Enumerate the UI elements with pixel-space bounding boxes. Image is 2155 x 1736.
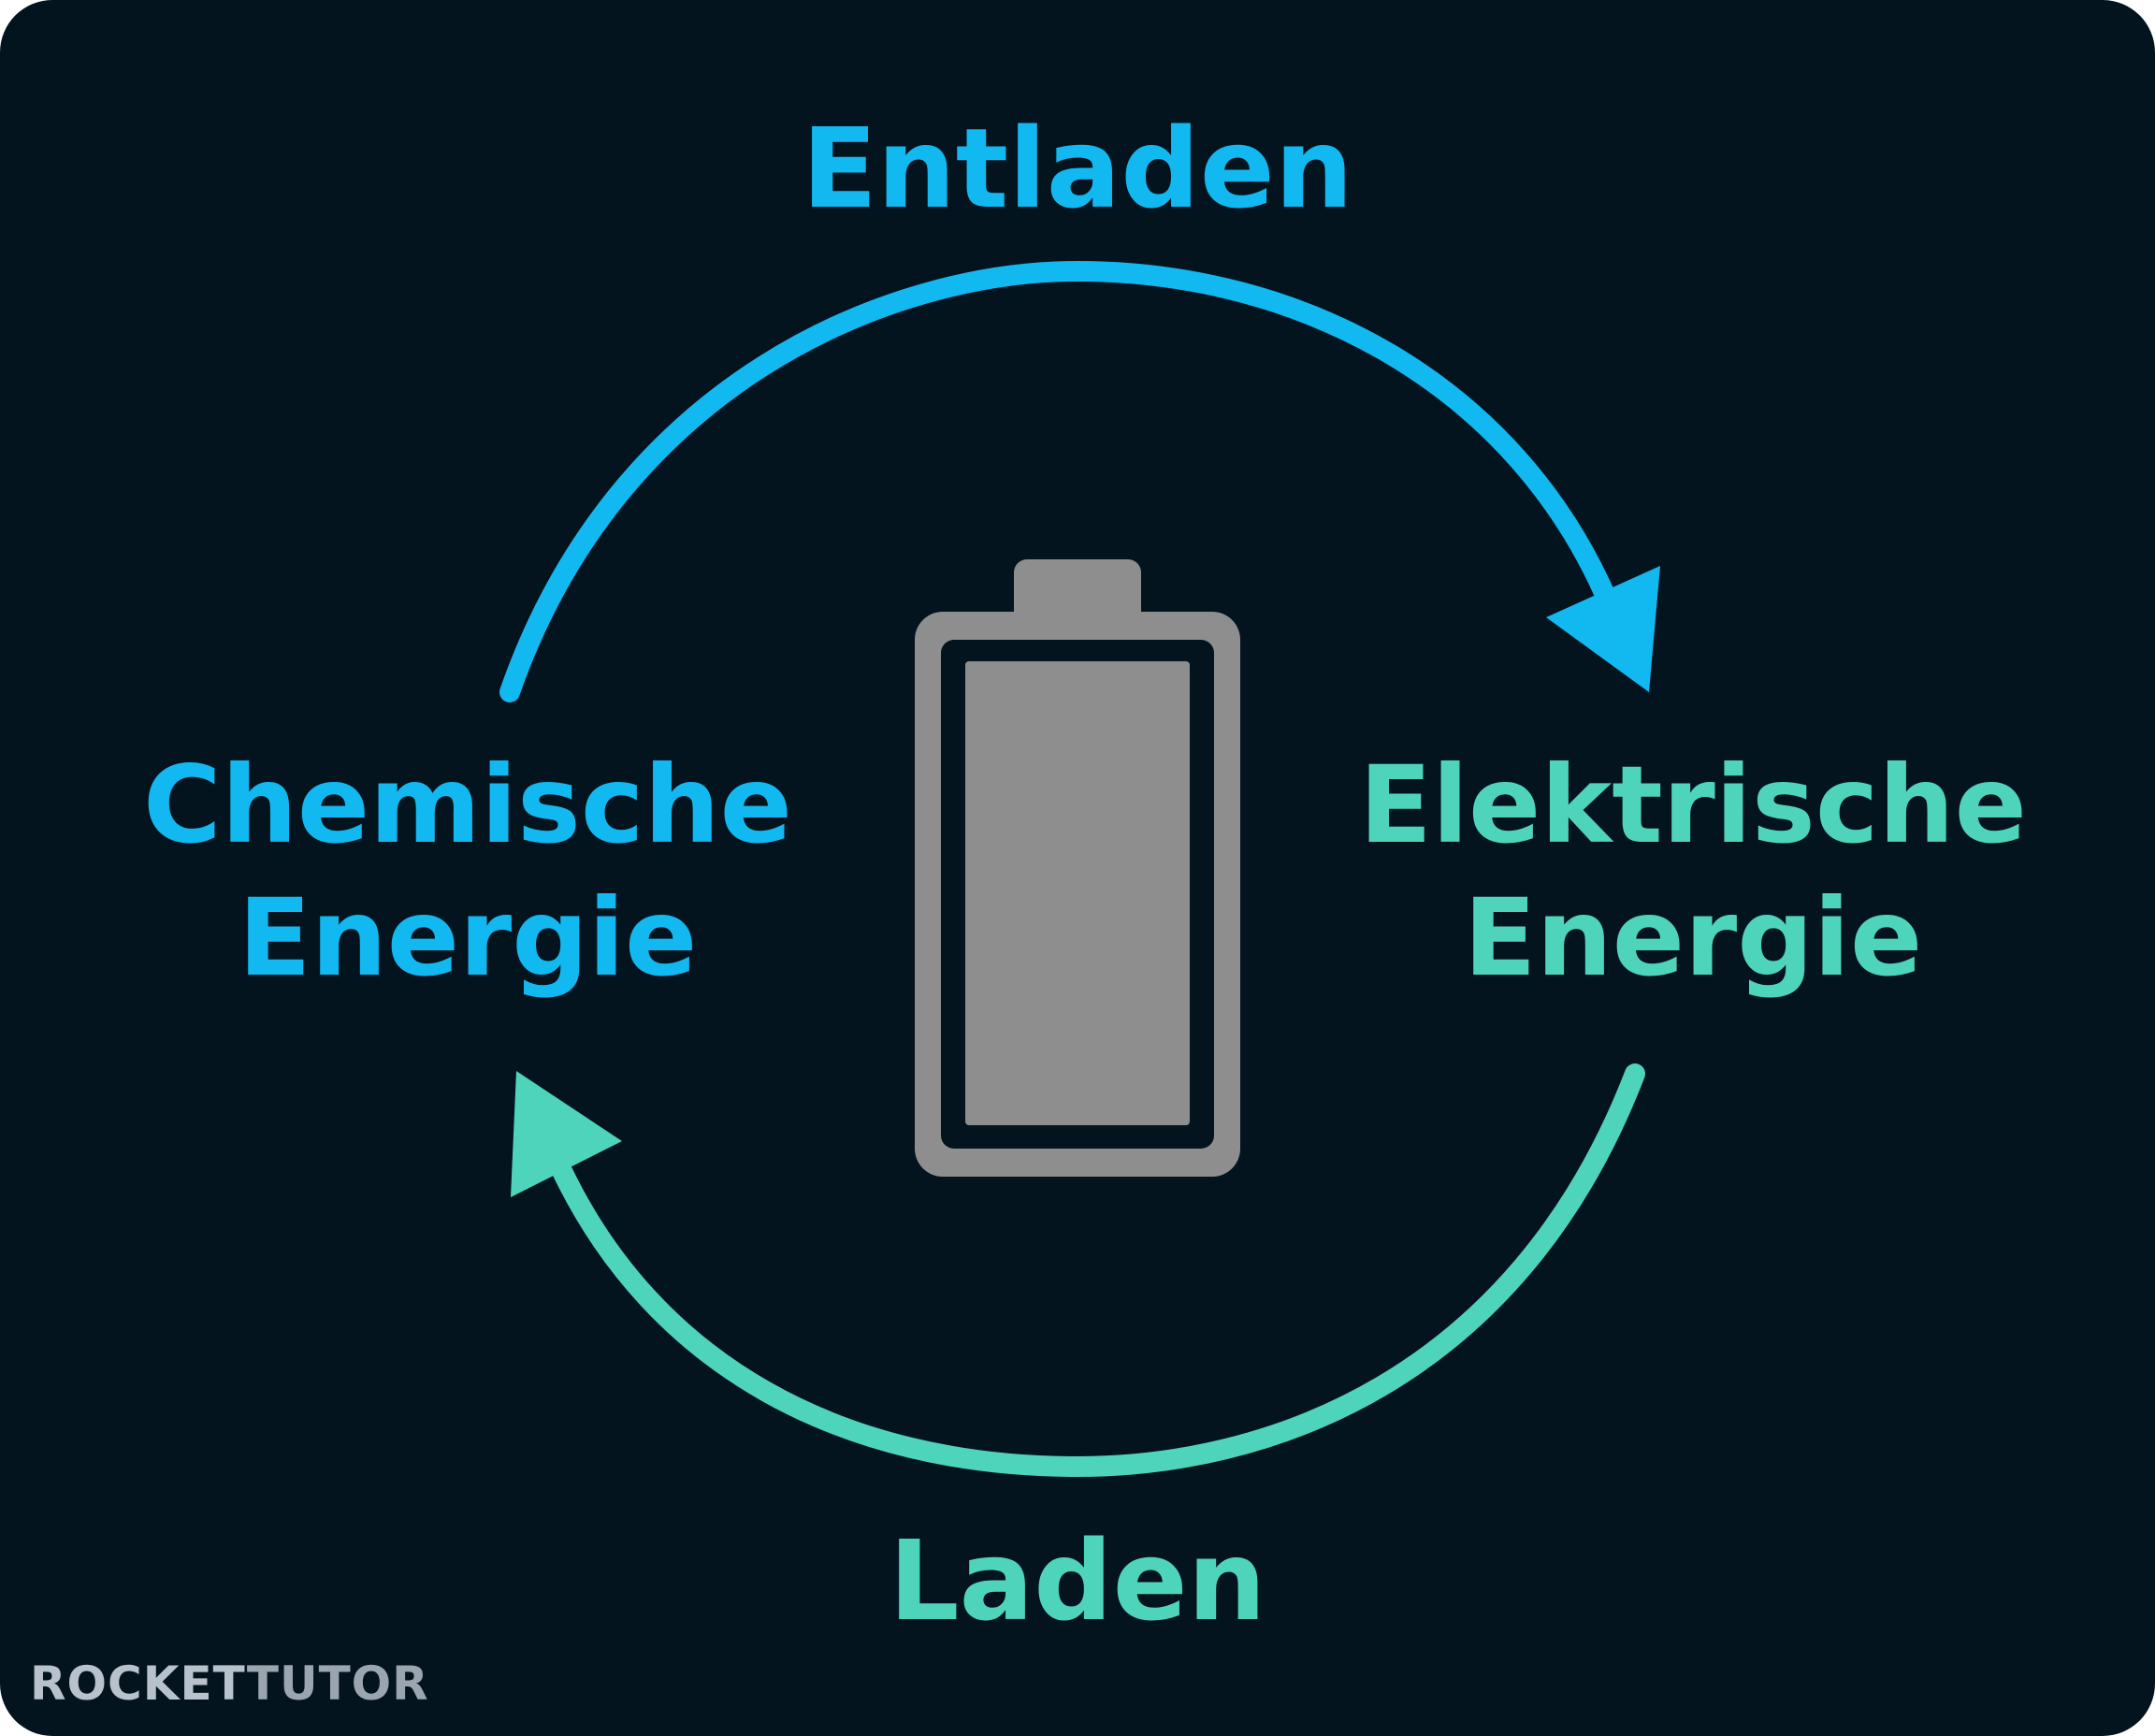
rocket-tutor-logo: ROCKETTUTOR [30, 1654, 429, 1714]
charge-arrowhead-icon [511, 1071, 622, 1197]
logo-part2: TUTOR [246, 1656, 429, 1711]
battery-icon [915, 559, 1240, 1177]
discharge-arrowhead-icon [1546, 566, 1660, 692]
charge-label: Laden [889, 1516, 1266, 1645]
logo-part1: ROCKET [30, 1656, 247, 1711]
electrical-energy-label: Elektrische Energie [1309, 739, 2076, 1005]
discharge-label: Entladen [802, 104, 1353, 233]
discharge-arrow-icon [499, 260, 1619, 702]
chemical-energy-label: Chemische Energie [84, 739, 851, 1005]
chemical-energy-line2: Energie [238, 875, 698, 1000]
electrical-energy-line2: Energie [1463, 875, 1923, 1000]
charge-arrow-icon [551, 1063, 1645, 1478]
chemical-energy-line1: Chemische [143, 743, 792, 867]
electrical-energy-line1: Elektrische [1359, 743, 2027, 867]
